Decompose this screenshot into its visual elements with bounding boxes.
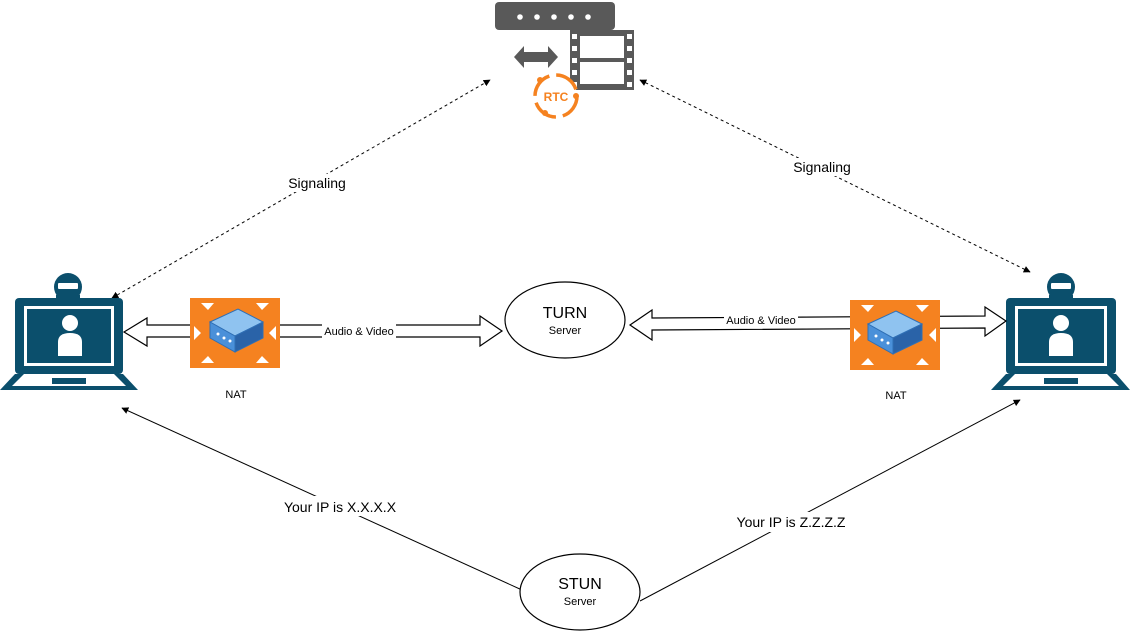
- nat-label-right: NAT: [885, 390, 906, 402]
- stun-server: STUN Server: [519, 553, 641, 631]
- turn-server: TURN Server: [504, 281, 626, 359]
- audio-video-arrow-right: [628, 305, 1008, 342]
- stun-arrow-right: [639, 399, 1021, 602]
- stun-server-subtitle: Server: [564, 596, 597, 608]
- signaling-label-left: Signaling: [288, 175, 346, 191]
- nat-router-icon-left: [190, 298, 280, 368]
- signaling-label-right: Signaling: [793, 159, 851, 175]
- nat-router-icon-right: [850, 300, 940, 370]
- laptop-user-icon-right: [991, 273, 1130, 390]
- ip-label-left: Your IP is X.X.X.X: [284, 499, 397, 515]
- rtc-badge-icon: RTC: [533, 73, 579, 119]
- audio-video-arrow-left: [122, 314, 504, 348]
- turn-server-subtitle: Server: [549, 325, 582, 337]
- nat-label-left: NAT: [225, 389, 246, 401]
- rtc-badge-label: RTC: [544, 90, 569, 104]
- double-arrow-icon: [514, 46, 558, 68]
- film-strip-icon: [570, 30, 634, 90]
- turn-server-title: TURN: [543, 305, 587, 322]
- stun-server-title: STUN: [558, 576, 602, 593]
- audio-video-label-right: Audio & Video: [726, 315, 796, 327]
- signaling-server-icon: RTC: [495, 2, 634, 119]
- laptop-user-icon-left: [0, 273, 138, 390]
- ip-label-right: Your IP is Z.Z.Z.Z: [737, 514, 846, 530]
- audio-video-label-left: Audio & Video: [324, 326, 394, 338]
